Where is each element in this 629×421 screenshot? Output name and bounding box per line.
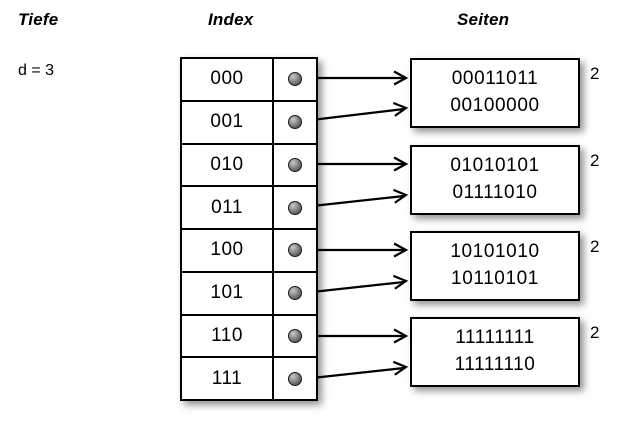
index-pointer-cell[interactable] [274,145,316,186]
page-count-label: 2 [590,237,600,256]
page-count-label: 2 [590,151,600,170]
page-count-label: 2 [590,64,600,83]
index-pointer-cell[interactable] [274,316,316,357]
pointer-dot-icon [288,243,302,258]
arrow-001-to-page-1 [302,100,408,123]
index-row[interactable]: 001 [182,101,316,145]
arrow-011-to-page-2 [302,187,408,209]
pointer-dot-icon [288,72,302,87]
page-record-line: 10110101 [451,268,539,289]
index-key-label: 110 [182,315,274,357]
index-key-label: 100 [182,230,274,271]
page-box[interactable]: 11111111 11111110 [410,317,580,387]
page-record-line: 01010101 [450,155,540,177]
pointer-dot-icon [288,328,302,343]
index-key-label: 111 [182,358,274,399]
pointer-dot-icon [288,200,302,215]
arrow-010-to-page-2 [303,156,408,172]
index-row[interactable]: 110 [182,315,316,359]
column-heading-index: Index [208,10,254,29]
page-record-line: 10101010 [450,241,540,263]
pointer-dot-icon [288,157,302,172]
index-pointer-cell[interactable] [274,358,316,399]
arrow-000-to-page-1 [303,70,408,86]
index-table: 000 001 010 011 100 101 110 111 [180,57,318,401]
arrow-100-to-page-3 [303,242,408,258]
index-pointer-cell[interactable] [274,273,316,314]
index-pointer-cell[interactable] [274,102,316,143]
index-row[interactable]: 111 [182,358,316,399]
pointer-dot-icon [288,371,302,386]
arrow-110-to-page-4 [303,328,408,344]
page-record-line: 00011011 [451,68,539,90]
arrow-111-to-page-4 [302,359,408,381]
index-pointer-cell[interactable] [274,59,316,100]
page-record-line: 11111110 [454,354,536,375]
page-count-label: 2 [590,323,600,342]
index-key-label: 101 [182,272,274,314]
depth-value-label: d = 3 [18,62,55,79]
index-pointer-cell[interactable] [274,230,316,271]
page-box[interactable]: 10101010 10110101 [410,231,580,301]
index-row[interactable]: 000 [182,59,316,102]
page-record-line: 00100000 [450,95,540,116]
index-pointer-cell[interactable] [274,187,316,228]
index-row[interactable]: 100 [182,230,316,273]
page-box[interactable]: 00011011 00100000 [410,58,580,128]
index-key-label: 000 [182,59,274,100]
index-key-label: 010 [182,144,274,186]
pointer-dot-icon [288,115,302,130]
pointer-dot-icon [288,286,302,301]
page-record-line: 01111010 [452,182,538,203]
column-heading-pages: Seiten [457,10,510,29]
index-key-label: 001 [182,101,274,143]
column-heading-depth: Tiefe [18,10,59,29]
index-row[interactable]: 011 [182,187,316,230]
arrow-101-to-page-3 [302,273,408,295]
index-row[interactable]: 101 [182,272,316,316]
page-box[interactable]: 01010101 01111010 [410,145,580,215]
index-key-label: 011 [182,187,274,228]
index-row[interactable]: 010 [182,144,316,188]
page-record-line: 11111111 [455,327,535,349]
